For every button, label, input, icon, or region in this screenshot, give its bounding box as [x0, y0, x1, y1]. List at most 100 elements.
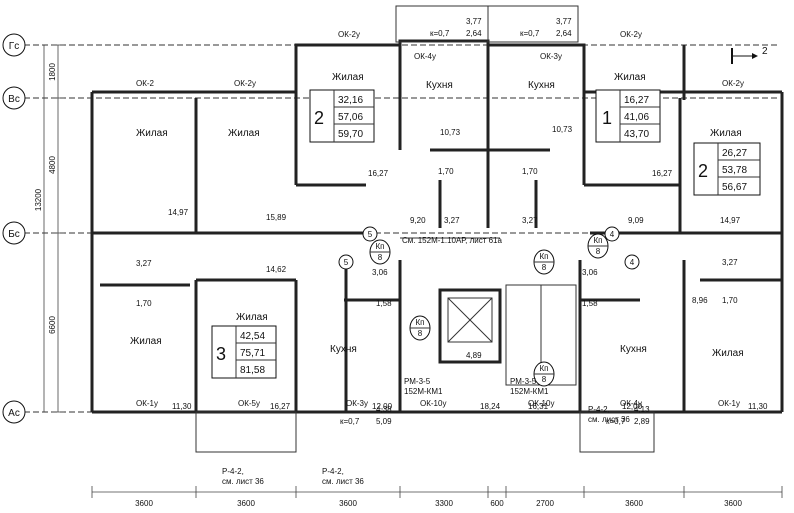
balcony-top-right-val: 2,64: [556, 29, 572, 38]
room-living-top-center-left: Жилая: [332, 72, 364, 83]
callout-5-top: 5: [368, 230, 373, 239]
axis-as: Ас: [8, 408, 20, 419]
section-mark: 2: [731, 46, 768, 64]
rm-left: РМ-3-5: [404, 377, 431, 386]
axis-vs: Вс: [8, 94, 20, 105]
area-10-73-left: 10,73: [440, 128, 461, 137]
area-15-89: 15,89: [266, 213, 287, 222]
axis-bs: Бс: [8, 229, 20, 240]
area-16-27-left: 16,27: [368, 169, 389, 178]
apartment-area-full: 81,58: [240, 365, 265, 376]
km-left: 152М-КМ1: [404, 387, 443, 396]
axis-gs: Гс: [9, 41, 19, 52]
area-1-70-right: 1,70: [722, 296, 738, 305]
window-ok1y-bottom-right: ОК-1у: [718, 399, 740, 408]
balcony-bottom-right-k: к=0,7: [606, 417, 626, 426]
kp-label-3: Кп: [540, 252, 549, 261]
hdim-6: 2700: [536, 499, 554, 508]
area-12-00-right: 12,00: [622, 402, 643, 411]
apartment-area-total: 75,71: [240, 348, 265, 359]
area-1-58-right: 1,58: [582, 299, 598, 308]
kp-number-3: 8: [542, 263, 547, 272]
area-14-97-left: 14,97: [168, 208, 189, 217]
apartment-area-total: 57,06: [338, 112, 363, 123]
area-3-27-left: 3,27: [136, 259, 152, 268]
window-ok3y-top: ОК-3у: [540, 52, 562, 61]
callout-5-bottom: 5: [344, 258, 349, 267]
room-living-left2: Жилая: [228, 128, 260, 139]
r42-center: Р-4-2,: [322, 467, 344, 476]
dim-4800: 4800: [48, 156, 57, 174]
apartment-number: 3: [216, 344, 226, 364]
area-14-62: 14,62: [266, 265, 287, 274]
area-9-09: 9,09: [628, 216, 644, 225]
apartment-number: 2: [314, 108, 324, 128]
area-12-00-left: 12,00: [372, 402, 393, 411]
apartment-area-total: 53,78: [722, 165, 747, 176]
dim-1800: 1800: [48, 63, 57, 81]
balcony-bottom-left-k: к=0,7: [340, 417, 360, 426]
apartment-number: 1: [602, 108, 612, 128]
balcony-top-left-val: 2,64: [466, 29, 482, 38]
area-14-97-right: 14,97: [720, 216, 741, 225]
room-kitchen-bottom-right: Кухня: [620, 344, 647, 355]
room-kitchen-bottom-left: Кухня: [330, 344, 357, 355]
hdim-3: 3600: [339, 499, 357, 508]
balcony-bottom-left-val: 5,09: [376, 417, 392, 426]
balcony-bottom-left-area: 4,38: [376, 405, 392, 414]
dim-6600: 6600: [48, 316, 57, 334]
r42-right: Р-4-2,: [588, 405, 610, 414]
horizontal-dimensions: 3600 3600 3600 3300 600 2700 3600 3600: [91, 486, 783, 508]
window-ok2y-top-right: ОК-2у: [620, 30, 642, 39]
window-labels: ОК-2у ОК-2у ОК-4у ОК-3у ОК-2 ОК-2у ОК-2у…: [136, 30, 744, 408]
section-number: 2: [762, 46, 768, 57]
balcony-bottom-right-area: 4,13: [634, 405, 650, 414]
apartment-area-living: 16,27: [624, 95, 649, 106]
area-1-70-left: 1,70: [136, 299, 152, 308]
area-10-73-right: 10,73: [552, 125, 573, 134]
apartment-area-living: 26,27: [722, 148, 747, 159]
room-living-bottom-center-left: Жилая: [236, 312, 268, 323]
room-kitchen-top-right: Кухня: [528, 80, 555, 91]
apartment-tag-2: 1 16,27 41,06 43,70: [595, 89, 661, 143]
area-3-27-center-right: 3,27: [522, 216, 538, 225]
area-18-24: 18,24: [480, 402, 501, 411]
hdim-8: 3600: [724, 499, 742, 508]
area-4-89: 4,89: [466, 351, 482, 360]
bottom-balconies: [195, 411, 655, 453]
room-living-bottom-right: Жилая: [712, 348, 744, 359]
room-areas: 10,73 10,73 16,27 16,27 1,70 1,70 9,20 3…: [136, 125, 768, 411]
room-living-left: Жилая: [136, 128, 168, 139]
hdim-7: 3600: [625, 499, 643, 508]
apartment-area-full: 43,70: [624, 129, 649, 140]
window-ok10y-left: ОК-10у: [420, 399, 446, 408]
callout-4-top: 4: [610, 230, 615, 239]
area-11-30-right: 11,30: [748, 402, 768, 411]
r42-left: Р-4-2,: [222, 467, 244, 476]
kp-number-2: 8: [596, 247, 601, 256]
balcony-top-right-k: к=0,7: [520, 29, 540, 38]
apartment-tag-3: 2 26,27 53,78 56,67: [693, 142, 761, 196]
window-ok4y-bottom: ОК-4у: [620, 399, 642, 408]
room-living-top-center-right: Жилая: [614, 72, 646, 83]
area-8-96: 8,96: [692, 296, 708, 305]
window-ok4y-top: ОК-4у: [414, 52, 436, 61]
window-ok1y-bottom-left: ОК-1у: [136, 399, 158, 408]
hdim-1: 3600: [135, 499, 153, 508]
area-11-30-left: 11,30: [172, 402, 192, 411]
kp-label-1: Кп: [376, 242, 385, 251]
apartment-tag-1: 2 32,16 57,06 59,70: [309, 89, 375, 143]
hdim-4: 3300: [435, 499, 453, 508]
sheet36-left: см. лист 36: [222, 477, 264, 486]
apartment-area-living: 32,16: [338, 95, 363, 106]
area-16-27-bottom: 16,27: [270, 402, 291, 411]
apartment-area-full: 56,67: [722, 182, 747, 193]
apartment-number: 2: [698, 161, 708, 181]
window-ok2y-top-left: ОК-2у: [338, 30, 360, 39]
window-ok5y-bottom: ОК-5у: [238, 399, 260, 408]
axis-markers: Гс Вс Бс Ас: [2, 33, 26, 424]
balcony-marks: 3,77 к=0,7 2,64 3,77 к=0,7 2,64 4,38 к=0…: [340, 17, 650, 426]
room-living-right: Жилая: [710, 128, 742, 139]
area-3-27-center-left: 3,27: [444, 216, 460, 225]
